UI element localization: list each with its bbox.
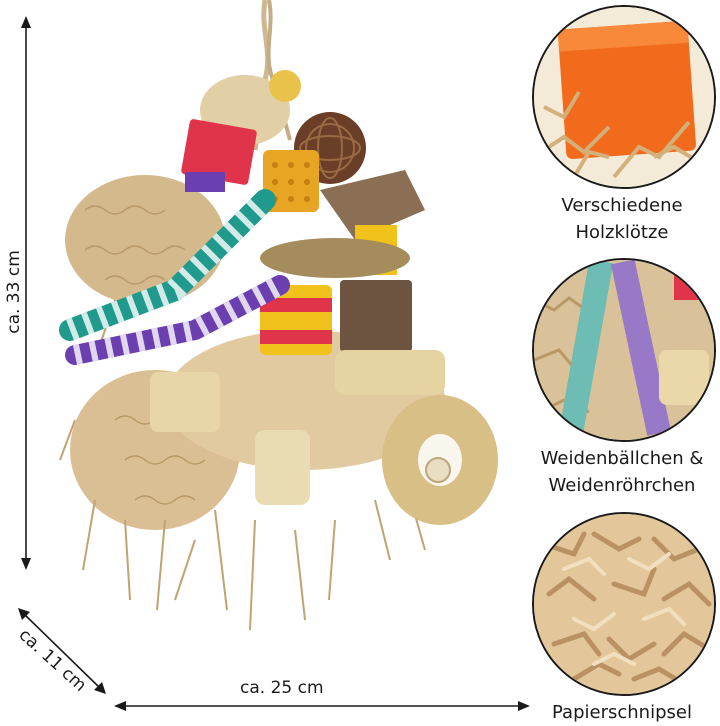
- loofah-piece: [335, 350, 445, 395]
- wood-block-red: [181, 119, 257, 185]
- width-label: ca. 25 cm: [240, 678, 324, 698]
- wood-bead: [269, 70, 301, 102]
- bird-toy-illustration: [59, 0, 498, 631]
- callout-willow-image: [532, 258, 716, 442]
- willow-tube-purple: [65, 275, 290, 365]
- height-label: ca. 33 cm: [4, 250, 24, 334]
- callout-wood-line2: Holzklötze: [575, 222, 669, 243]
- callout-paper-line1: Papierschnipsel: [552, 702, 692, 723]
- callout-wood-image: [532, 5, 716, 189]
- callout-willow-line1: Weidenbällchen &: [540, 448, 704, 469]
- callout-willow-line2: Weidenröhrchen: [548, 475, 696, 496]
- callout-willow-label: Weidenbällchen & Weidenröhrchen: [532, 445, 712, 499]
- callout-paper-image: [532, 512, 716, 696]
- cardboard-piece: [320, 170, 425, 240]
- loofah-piece: [150, 372, 220, 432]
- cardboard-block: [340, 280, 412, 352]
- depth-arrow: [18, 608, 106, 694]
- height-dimension: ca. 33 cm: [0, 0, 40, 725]
- callout-paper-label: Papierschnipsel: [532, 699, 712, 726]
- callout-wood-line1: Verschiedene: [561, 195, 683, 216]
- width-arrow: [114, 701, 530, 711]
- loofah-piece: [255, 430, 310, 505]
- height-arrow: [21, 16, 31, 570]
- willow-tube-teal: [59, 189, 276, 341]
- callout-wood-label: Verschiedene Holzklötze: [532, 192, 712, 246]
- seagrass-braid: [260, 238, 410, 278]
